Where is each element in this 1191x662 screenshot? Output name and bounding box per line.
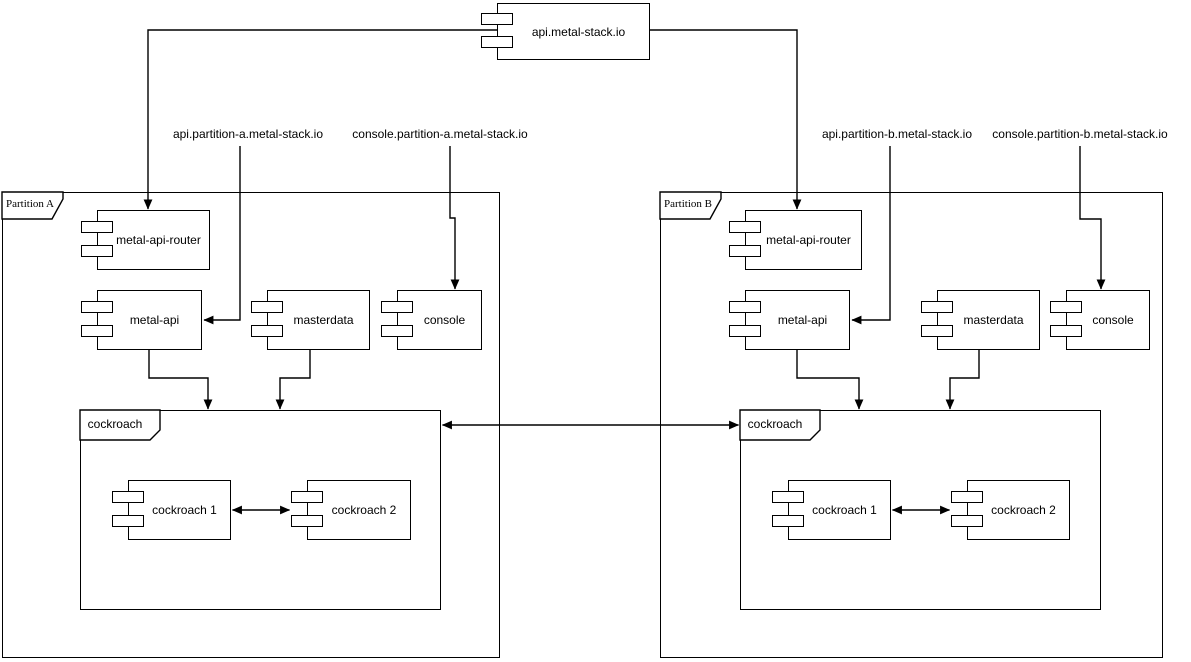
partition-a-tab <box>1 191 64 220</box>
connector-root-to-router-b <box>650 29 802 210</box>
component-tab-icon <box>1050 325 1082 337</box>
component-label: metal-api <box>129 313 180 327</box>
component-tab-icon <box>772 515 804 527</box>
cockroach-b-title: cockroach <box>747 417 803 431</box>
partition-b-tab <box>659 191 722 220</box>
dns-label-console-partition-b: console.partition-b.metal-stack.io <box>992 127 1168 141</box>
component-metal-api-b: metal-api <box>729 290 850 350</box>
component-label: console <box>1092 313 1134 327</box>
component-cockroach1-a: cockroach 1 <box>112 480 231 540</box>
component-console-a: console <box>381 290 482 350</box>
component-cockroach2-a: cockroach 2 <box>291 480 411 540</box>
component-tab-icon <box>251 325 283 337</box>
connector-root-to-router-a <box>143 29 497 210</box>
component-label: masterdata <box>293 313 354 327</box>
component-label: metal-api <box>777 313 828 327</box>
component-label: cockroach 1 <box>152 503 217 517</box>
component-tab-icon <box>381 301 413 313</box>
component-label: api.metal-stack.io <box>531 24 626 39</box>
cockroach-group-a-frame <box>80 410 441 610</box>
connector-api-a-dns-to-metal-api-a <box>203 146 241 325</box>
component-masterdata-b: masterdata <box>921 290 1040 350</box>
component-tab-icon <box>729 301 761 313</box>
cockroach-group-b-frame <box>740 410 1101 610</box>
component-tab-icon <box>81 325 113 337</box>
component-label: console <box>423 313 466 327</box>
component-tab-icon <box>291 515 323 527</box>
component-tab-icon <box>112 491 144 503</box>
component-label: cockroach 2 <box>991 503 1056 517</box>
component-tab-icon <box>81 245 113 257</box>
component-tab-icon <box>251 301 283 313</box>
component-label: cockroach 1 <box>812 503 877 517</box>
component-tab-icon <box>921 325 953 337</box>
component-metal-api-router-a: metal-api-router <box>81 210 210 270</box>
component-tab-icon <box>291 491 323 503</box>
component-tab-icon <box>481 36 513 48</box>
component-tab-icon <box>921 301 953 313</box>
connector-api-b-dns-to-metal-api-b <box>851 146 891 325</box>
connector-console-b-dns-to-console-b <box>1079 146 1106 290</box>
connector-metal-api-a-to-cockroach-a <box>148 350 213 410</box>
component-tab-icon <box>381 325 413 337</box>
dns-label-console-partition-a: console.partition-a.metal-stack.io <box>352 127 528 141</box>
component-label: metal-api-router <box>766 233 851 247</box>
component-tab-icon <box>729 325 761 337</box>
component-tab-icon <box>112 515 144 527</box>
partition-b-title: Partition B <box>664 198 712 210</box>
component-tab-icon <box>951 491 983 503</box>
component-tab-icon <box>772 491 804 503</box>
component-label: metal-api-router <box>116 233 201 247</box>
component-label: masterdata <box>963 313 1024 327</box>
cockroach-a-tab <box>79 409 161 441</box>
component-cockroach2-b: cockroach 2 <box>951 480 1070 540</box>
component-metal-api-a: metal-api <box>81 290 202 350</box>
component-metal-api-router-b: metal-api-router <box>729 210 862 270</box>
dns-label-api-partition-a: api.partition-a.metal-stack.io <box>172 127 324 141</box>
component-cockroach1-b: cockroach 1 <box>772 480 891 540</box>
component-tab-icon <box>481 13 513 25</box>
component-masterdata-a: masterdata <box>251 290 370 350</box>
connector-masterdata-a-to-cockroach-a <box>275 350 311 410</box>
partition-a-title: Partition A <box>6 198 54 210</box>
dns-label-api-partition-b: api.partition-b.metal-stack.io <box>821 127 973 141</box>
component-api-metal-stack-io: api.metal-stack.io <box>481 3 650 60</box>
connector-masterdata-b-to-cockroach-b <box>945 350 980 410</box>
component-console-b: console <box>1050 290 1150 350</box>
component-tab-icon <box>729 245 761 257</box>
connector-metal-api-b-to-cockroach-b <box>796 350 864 410</box>
cockroach-a-title: cockroach <box>87 417 143 431</box>
component-tab-icon <box>81 301 113 313</box>
component-tab-icon <box>1050 301 1082 313</box>
component-tab-icon <box>81 221 113 233</box>
component-tab-icon <box>951 515 983 527</box>
cockroach-b-tab <box>739 409 821 441</box>
component-tab-icon <box>729 221 761 233</box>
connector-console-a-dns-to-console-a <box>449 146 460 290</box>
component-label: cockroach 2 <box>331 503 397 517</box>
